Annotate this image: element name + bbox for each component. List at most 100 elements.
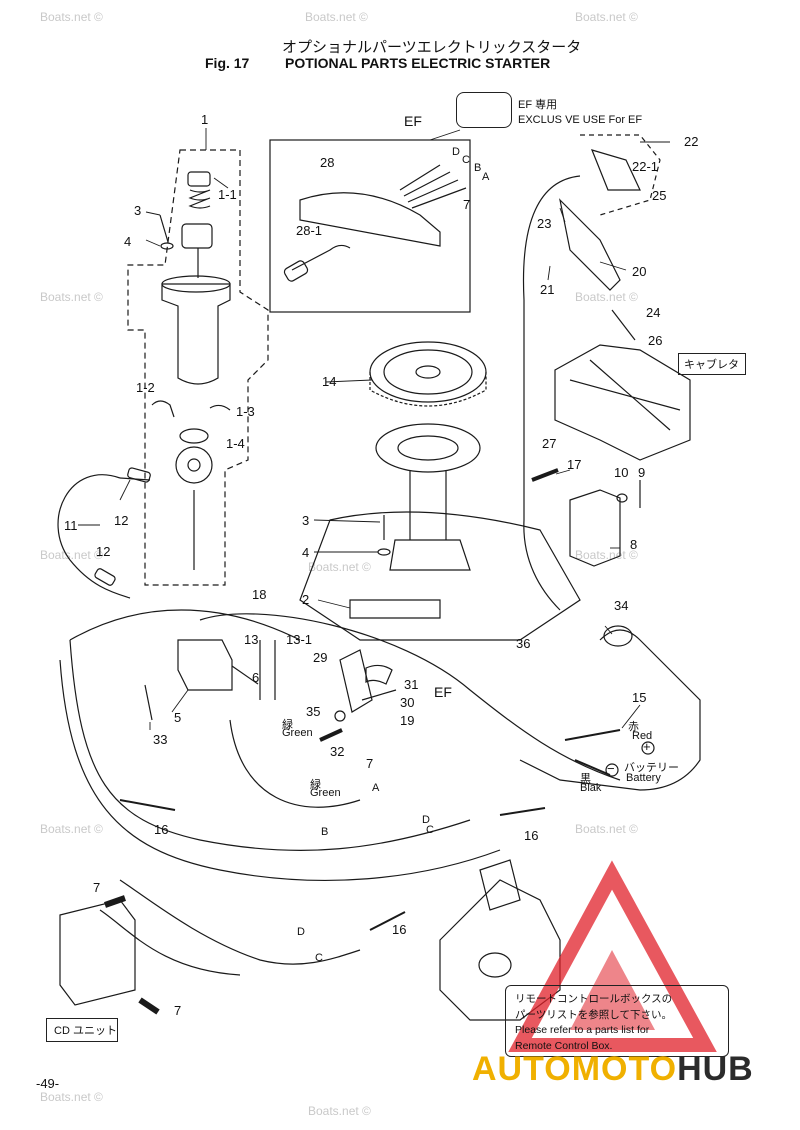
part-label-9: 9	[638, 465, 646, 480]
tank-outline	[519, 629, 701, 791]
watermark: Boats.net ©	[40, 548, 103, 562]
remote-note-box	[505, 985, 729, 1057]
terminal-7-bottom	[138, 997, 160, 1015]
wire-green: Green	[282, 727, 313, 739]
ef-bracket	[299, 192, 441, 247]
part-label-7: 7	[93, 880, 101, 895]
ef-legend-box	[456, 92, 512, 128]
part-label-15: 15	[632, 690, 647, 705]
part-label-26: 26	[648, 333, 663, 348]
part-label-16: 16	[392, 922, 407, 937]
part-label-2: 2	[302, 592, 310, 607]
part-label-28: 28	[320, 155, 335, 170]
part-label-23: 23	[537, 216, 552, 231]
page-number: -49-	[36, 1076, 60, 1091]
cord-13	[259, 640, 276, 700]
bracket-20	[559, 198, 621, 291]
remote-lever	[479, 859, 521, 911]
part-label-22: 22	[684, 134, 699, 149]
stator	[375, 423, 481, 473]
pinion-gear	[181, 223, 213, 249]
battery-cable-red	[564, 729, 621, 741]
connector-d: D	[452, 146, 460, 158]
brush-1-2	[151, 400, 175, 418]
pinion-cap	[187, 171, 211, 187]
part-label-3: 3	[134, 203, 142, 218]
ef-detail-box	[269, 139, 471, 313]
remote-control-box	[439, 879, 561, 1021]
bracket-29	[339, 649, 373, 713]
part-label-34: 34	[614, 598, 629, 613]
part-label-8: 8	[630, 537, 638, 552]
figure-number: Fig. 17	[205, 55, 250, 71]
part-label-31: 31	[404, 677, 419, 692]
battery-plus-terminal	[641, 741, 655, 755]
end-cover	[175, 446, 213, 484]
part-label-1-3: 1-3	[236, 404, 255, 419]
part-label-3: 3	[302, 513, 310, 528]
part-label-5: 5	[174, 710, 182, 725]
logo-text-automoto: AUTOMOTO	[472, 1050, 678, 1088]
bracket-2	[349, 599, 441, 619]
part-label-25: 25	[652, 188, 667, 203]
cd-harness	[119, 879, 361, 965]
link-24	[611, 309, 636, 341]
title-japanese: オプショナルパーツエレクトリックスタータ	[282, 39, 582, 56]
carburetor-label-box	[678, 353, 746, 375]
ef-mark-bottom: EF	[434, 684, 452, 700]
lead-16-bottom	[369, 911, 406, 931]
wire-green-2: Green	[310, 787, 341, 799]
switch-31	[365, 664, 393, 685]
watermark: Boats.net ©	[308, 560, 371, 574]
wire-green-jp-2: 緑	[310, 779, 321, 791]
part-label-30: 30	[400, 695, 415, 710]
watermark: Boats.net ©	[40, 822, 103, 836]
carburetor-label: キャブレタ	[684, 359, 739, 371]
wire-red: Red	[632, 730, 653, 742]
part-label-1-1: 1-1	[218, 187, 237, 202]
part-label-29: 29	[313, 650, 328, 665]
rectifier-8	[569, 489, 621, 567]
bolt-3	[159, 214, 169, 243]
part-label-12: 12	[114, 513, 129, 528]
bolt-33	[144, 684, 153, 721]
cd-unit-label: CD ユニット	[54, 1025, 117, 1037]
part-label-7: 7	[463, 197, 471, 212]
main-harness-2	[59, 659, 501, 882]
part-label-7: 7	[366, 756, 374, 771]
terminal-12-top	[127, 467, 151, 483]
watermark: Boats.net ©	[305, 10, 368, 24]
watermark: Boats.net ©	[40, 10, 103, 24]
cd-unit-label-box	[46, 1018, 118, 1042]
cable-11	[57, 474, 131, 599]
starter-housing	[161, 283, 231, 385]
cd-unit	[59, 899, 136, 1006]
part-label-36: 36	[516, 636, 531, 651]
plate-17	[531, 468, 559, 482]
part-label-35: 35	[306, 704, 321, 719]
part-label-22-1: 22-1	[632, 159, 659, 174]
part-label-19: 19	[400, 713, 415, 728]
battery-en: Battery	[626, 772, 661, 784]
part-label-16: 16	[524, 828, 539, 843]
brush-holder-1-4	[179, 428, 209, 444]
page-title: POTIONAL PARTS ELECTRIC STARTER	[285, 55, 551, 71]
part-label-1-2: 1-2	[136, 380, 155, 395]
cable-27	[523, 300, 561, 611]
ef-legend-en: EXCLUS VE USE For EF	[518, 114, 643, 126]
logo-mark	[508, 860, 717, 1052]
part-label-6: 6	[252, 670, 260, 685]
connector-c: C	[426, 824, 434, 836]
carburetor	[554, 344, 691, 461]
nut-35	[334, 710, 346, 722]
terminal-12-bottom	[94, 568, 116, 586]
watermark: Boats.net ©	[40, 1090, 103, 1104]
part-label-27: 27	[542, 436, 557, 451]
watermark: Boats.net ©	[575, 822, 638, 836]
brush-1-3	[209, 404, 231, 411]
part-label-11: 11	[64, 518, 78, 533]
remote-note-jp-1: リモートコントロールボックスの	[515, 993, 673, 1005]
terminal-7-top	[104, 895, 126, 908]
connector-b: B	[474, 162, 482, 174]
